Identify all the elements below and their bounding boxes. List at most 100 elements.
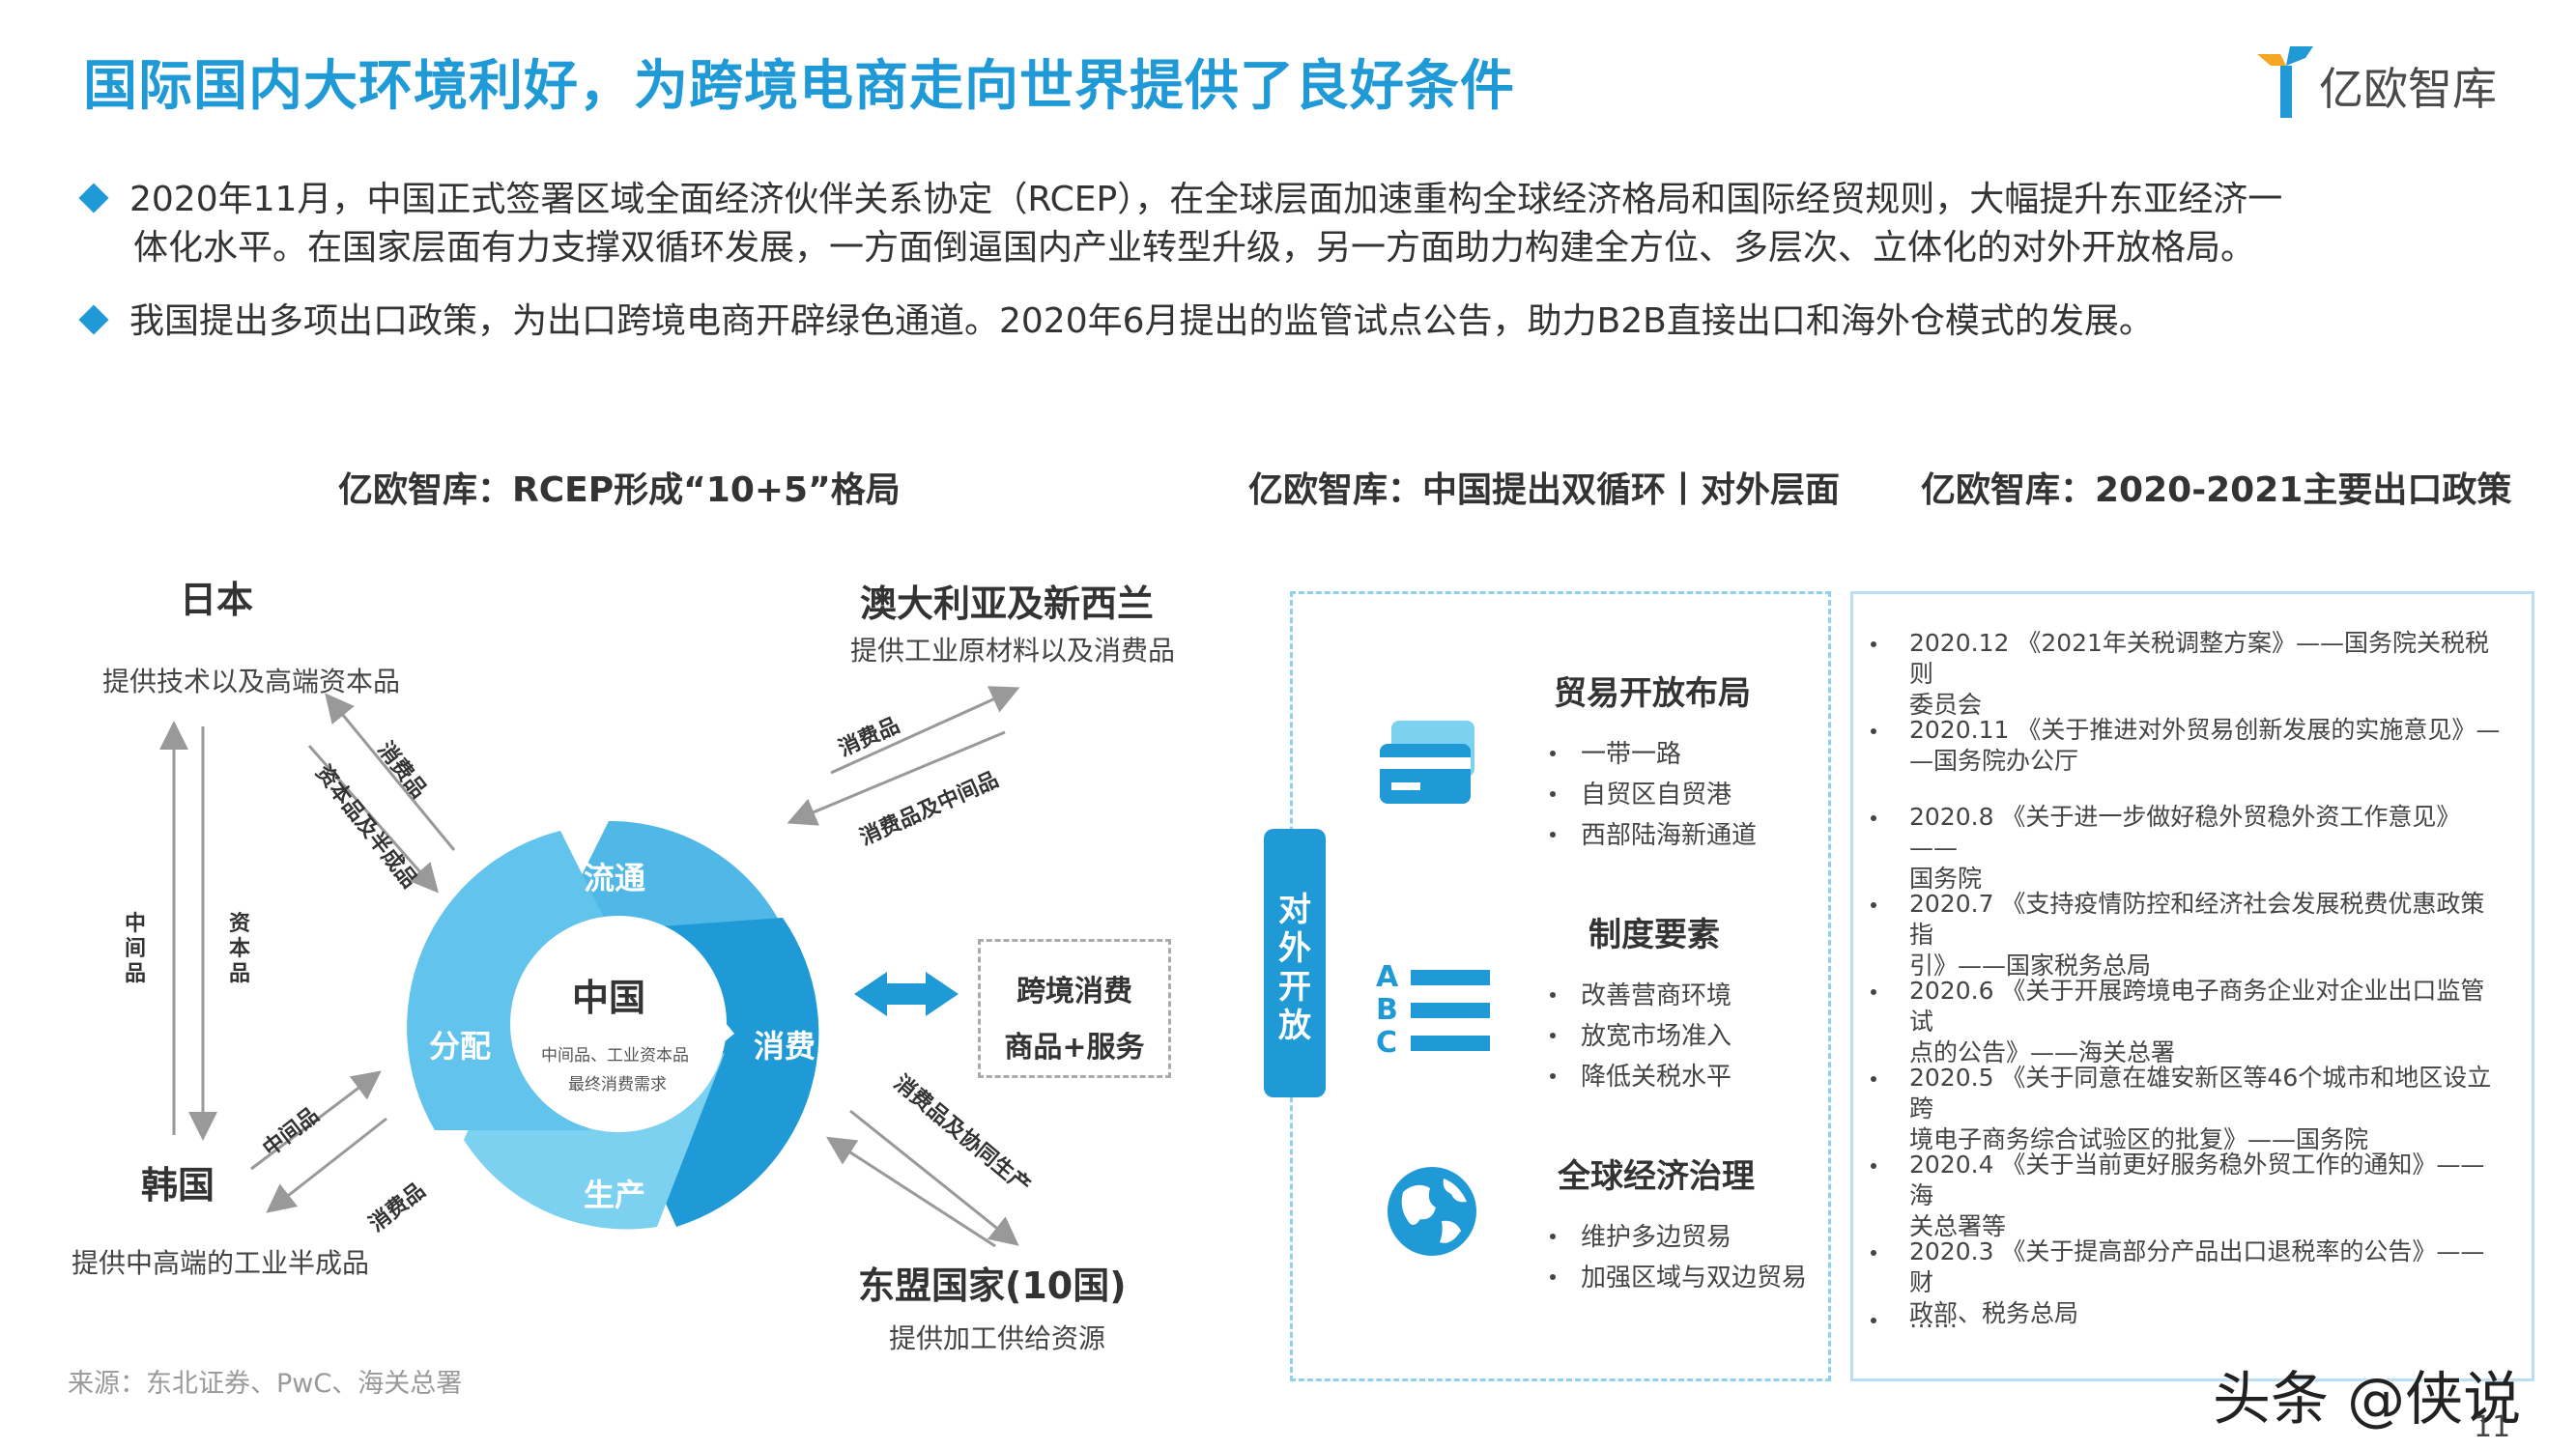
cycle-petal-left [407,831,609,1130]
policy-item: …… [1871,1304,2508,1335]
policy-text: —国务院办公厅 [1909,747,2079,775]
policy-item: 2020.8 《关于进一步做好稳外贸稳外资工作意见》——国务院 [1871,802,2508,895]
arrow-cn-to-asean [849,1109,1019,1246]
abc-letter: A [1376,960,1399,994]
vlabel-left: 中间品 [124,912,147,987]
cycle-center-sub1: 中间品、工业资本品 [541,1046,689,1065]
policy-text: 2020.6 《关于开展跨境电子商务企业对企业出口监管试 [1909,977,2485,1036]
arrow-cn-to-au [830,686,1020,775]
policy-text: 引》——国家税务总局 [1909,952,2152,980]
page-title: 国际国内大环境利好，为跨境电商走向世界提供了良好条件 [83,55,1515,118]
bullet-dot-icon [1871,728,1876,734]
group-item: 自贸区自贸港 [1550,775,1732,810]
bullet-text: 我国提出多项出口政策，为出口跨境电商开辟绿色通道。2020年6月提出的监管试点公… [129,301,2154,341]
policy-text: 2020.3 《关于提高部分产品出口退税率的公告》——财 [1909,1237,2485,1296]
policy-item: 2020.6 《关于开展跨境电子商务企业对企业出口监管试点的公告》——海关总署 [1871,976,2508,1068]
arrow-asean-to-cn [825,1136,996,1248]
policy-item: 2020.5 《关于同意在雄安新区等46个城市和地区设立跨境电子商务综合试验区的… [1871,1063,2508,1155]
cross-border-line2: 商品+服务 [1004,1031,1145,1065]
policy-text: 2020.11 《关于推进对外贸易创新发展的实施意见》— [1909,716,2501,744]
watermark: 头条 @侠说 [2213,1366,2522,1434]
opening-bar: 对 外 开 放 [1264,829,1326,1097]
double-arrow-icon [854,972,959,1016]
policy-item: 2020.7 《支持疫情防控和经济社会发展税费优惠政策指引》——国家税务总局 [1871,889,2508,981]
bullet-dot-icon [1871,1250,1876,1256]
arrow-jp-to-cn [307,745,439,894]
abc-letter: C [1376,1026,1398,1060]
bullet-dot-icon [1871,641,1876,647]
aunz-desc: 提供工业原材料以及消费品 [850,635,1176,667]
bullet-dot-icon [1871,1076,1876,1082]
asean-desc: 提供加工供给资源 [889,1322,1106,1354]
arrow-cn-to-kr [266,1117,387,1213]
bullet-text: 2020年11月，中国正式签署区域全面经济伙伴关系协定（RCEP），在全球层面加… [129,180,2283,219]
cycle-center-title: 中国 [572,977,646,1019]
bullet-text: 体化水平。在国家层面有力支撑双循环发展，一方面倒逼国内产业转型升级，另一方面助力… [133,228,2256,268]
bullet-dot-icon [1550,791,1556,797]
cycle-top-label: 流通 [584,860,646,896]
policy-text: 关总署等 [1909,1212,2007,1240]
page-number: 11 [2474,1410,2511,1444]
policy-text: 2020.12 《2021年关税调整方案》——国务院关税税则 [1909,629,2489,688]
abc-letter: B [1376,993,1398,1027]
bullet-dot-icon [1871,902,1876,908]
group-item: 维护多边贸易 [1550,1217,1732,1253]
cycle-center-sub2: 最终消费需求 [568,1075,667,1094]
group-item: 西部陆海新通道 [1550,815,1757,851]
country-aunz: 澳大利亚及新西兰 [860,582,1155,625]
policy-text: 2020.8 《关于进一步做好稳外贸稳外资工作意见》—— [1909,803,2461,862]
japan-desc: 提供技术以及高端资本品 [102,666,401,697]
policy-item: 2020.12 《2021年关税调整方案》——国务院关税税则委员会 [1871,628,2508,721]
group-title-trade: 贸易开放布局 [1554,674,1751,713]
bullet-dot-icon [1550,1033,1556,1038]
group-item: 加强区域与双边贸易 [1550,1258,1807,1293]
logo-text: 亿欧智库 [2319,63,2497,115]
logo: 亿欧智库 [2251,37,2541,124]
cross-border-line1: 跨境消费 [1016,975,1132,1009]
cycle-bottom-label: 生产 [584,1177,646,1213]
section-title-dual: 亿欧智库：中国提出双循环丨对外层面 [1248,470,1841,510]
group-item-text: 自贸区自贸港 [1581,781,1732,810]
bullet-dot-icon [1871,1163,1876,1169]
policy-item: 2020.4 《关于当前更好服务稳外贸工作的通知》——海关总署等 [1871,1150,2508,1242]
policy-item: 2020.3 《关于提高部分产品出口退税率的公告》——财政部、税务总局 [1871,1236,2508,1329]
cycle-left-label: 分配 [429,1028,492,1065]
cycle-right-label: 消费 [754,1028,816,1065]
group-item: 一带一路 [1550,734,1681,770]
group-title-governance: 全球经济治理 [1558,1157,1755,1196]
country-japan: 日本 [180,579,254,621]
country-asean: 东盟国家(10国) [858,1264,1127,1307]
opening-bar-char: 外 [1278,929,1311,968]
group-item-text: 西部陆海新通道 [1581,821,1758,850]
group-item-text: 降低关税水平 [1581,1063,1732,1092]
vlabel-right-text: 资本品 [228,912,250,986]
arrow-au-to-cn [787,730,1006,826]
opening-bar-char: 放 [1278,1007,1311,1045]
bullet-dot-icon [1550,1274,1556,1280]
policy-text: …… [1909,1305,1958,1333]
bullet-dot-icon [1550,1073,1556,1079]
policy-text: 2020.5 《关于同意在雄安新区等46个城市和地区设立跨 [1909,1064,2492,1122]
policy-text: 点的公告》——海关总署 [1909,1038,2176,1066]
policy-text: 政部、税务总局 [1909,1299,2079,1327]
group-title-institution: 制度要素 [1589,916,1720,954]
section-title-rcep: 亿欧智库：RCEP形成“10+5”格局 [338,470,901,510]
arrow-cn-to-jp [325,693,456,851]
group-item: 降低关税水平 [1550,1057,1732,1093]
logo-mark-icon [2257,46,2313,118]
cycle-diagram [407,820,819,1230]
vlabel-right: 资本品 [228,912,251,987]
group-item: 放宽市场准入 [1550,1016,1732,1052]
policy-text: 境电子商务综合试验区的批复》——国务院 [1909,1125,2369,1153]
bullet-policy: 我国提出多项出口政策，为出口跨境电商开辟绿色通道。2020年6月提出的监管试点公… [78,298,2499,346]
flow-arrows [159,686,1020,1248]
country-korea: 韩国 [141,1164,215,1207]
policy-item: 2020.11 《关于推进对外贸易创新发展的实施意见》— —国务院办公厅 [1871,715,2508,777]
opening-bar-char: 开 [1278,968,1311,1007]
bullet-rcep: 2020年11月，中国正式签署区域全面经济伙伴关系协定（RCEP），在全球层面加… [78,176,2499,272]
cross-border-box: 跨境消费 商品+服务 [978,939,1171,1078]
group-item-text: 放宽市场准入 [1581,1022,1732,1051]
bullet-dot-icon [1550,1234,1556,1239]
group-item: 改善营商环境 [1550,976,1732,1011]
arrow-kr-to-cn [250,1070,382,1171]
